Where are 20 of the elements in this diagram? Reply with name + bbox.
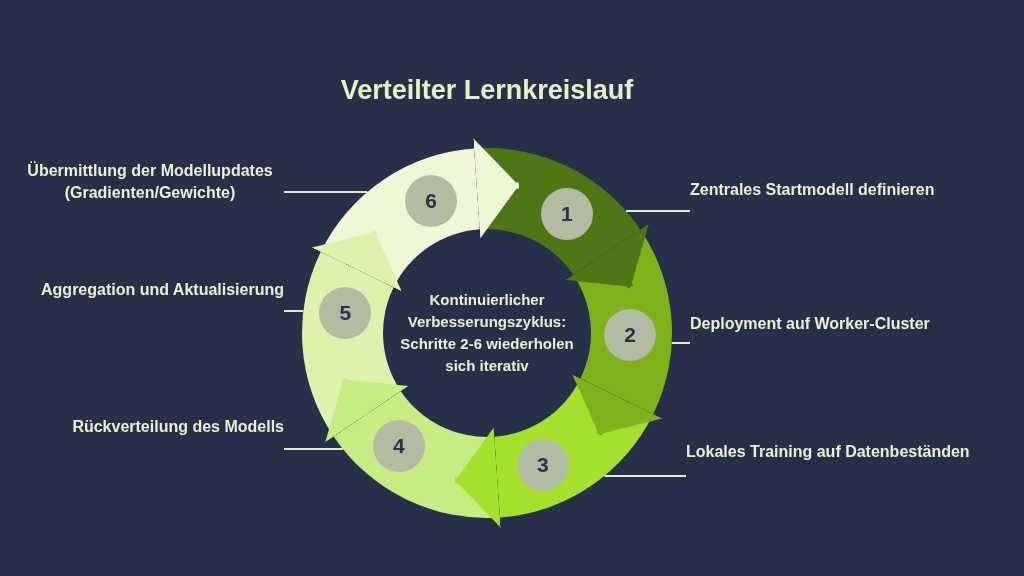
title: Verteilter Lernkreislauf [340,74,634,107]
arrow [565,223,649,289]
arrow [473,138,519,239]
leader-line [625,210,691,212]
step-label: Deployment auf Worker-Cluster [690,314,930,334]
arrow [325,377,409,443]
step-label: Rückverteilung des Modells [72,417,284,437]
leader-line [603,475,687,477]
step-label: Aggregation und Aktualisierung [41,280,284,300]
leader-line [670,342,691,344]
leader-line [283,191,369,193]
arrow [572,374,663,436]
step-label: Übermittlung der Modellupdates (Gradienten/Gewichte) [26,160,274,203]
leader-line [283,448,344,450]
leader-line [283,310,305,312]
arrow [455,427,501,528]
step-label: Lokales Training auf Datenbeständen [686,442,970,462]
step-label: Zentrales Startmodell definieren [690,180,935,200]
center-note: Kontinuierlicher Verbesserungszyklus: Schritte 2-6 wiederholen sich iterativ [399,290,575,376]
arrow [311,230,402,292]
